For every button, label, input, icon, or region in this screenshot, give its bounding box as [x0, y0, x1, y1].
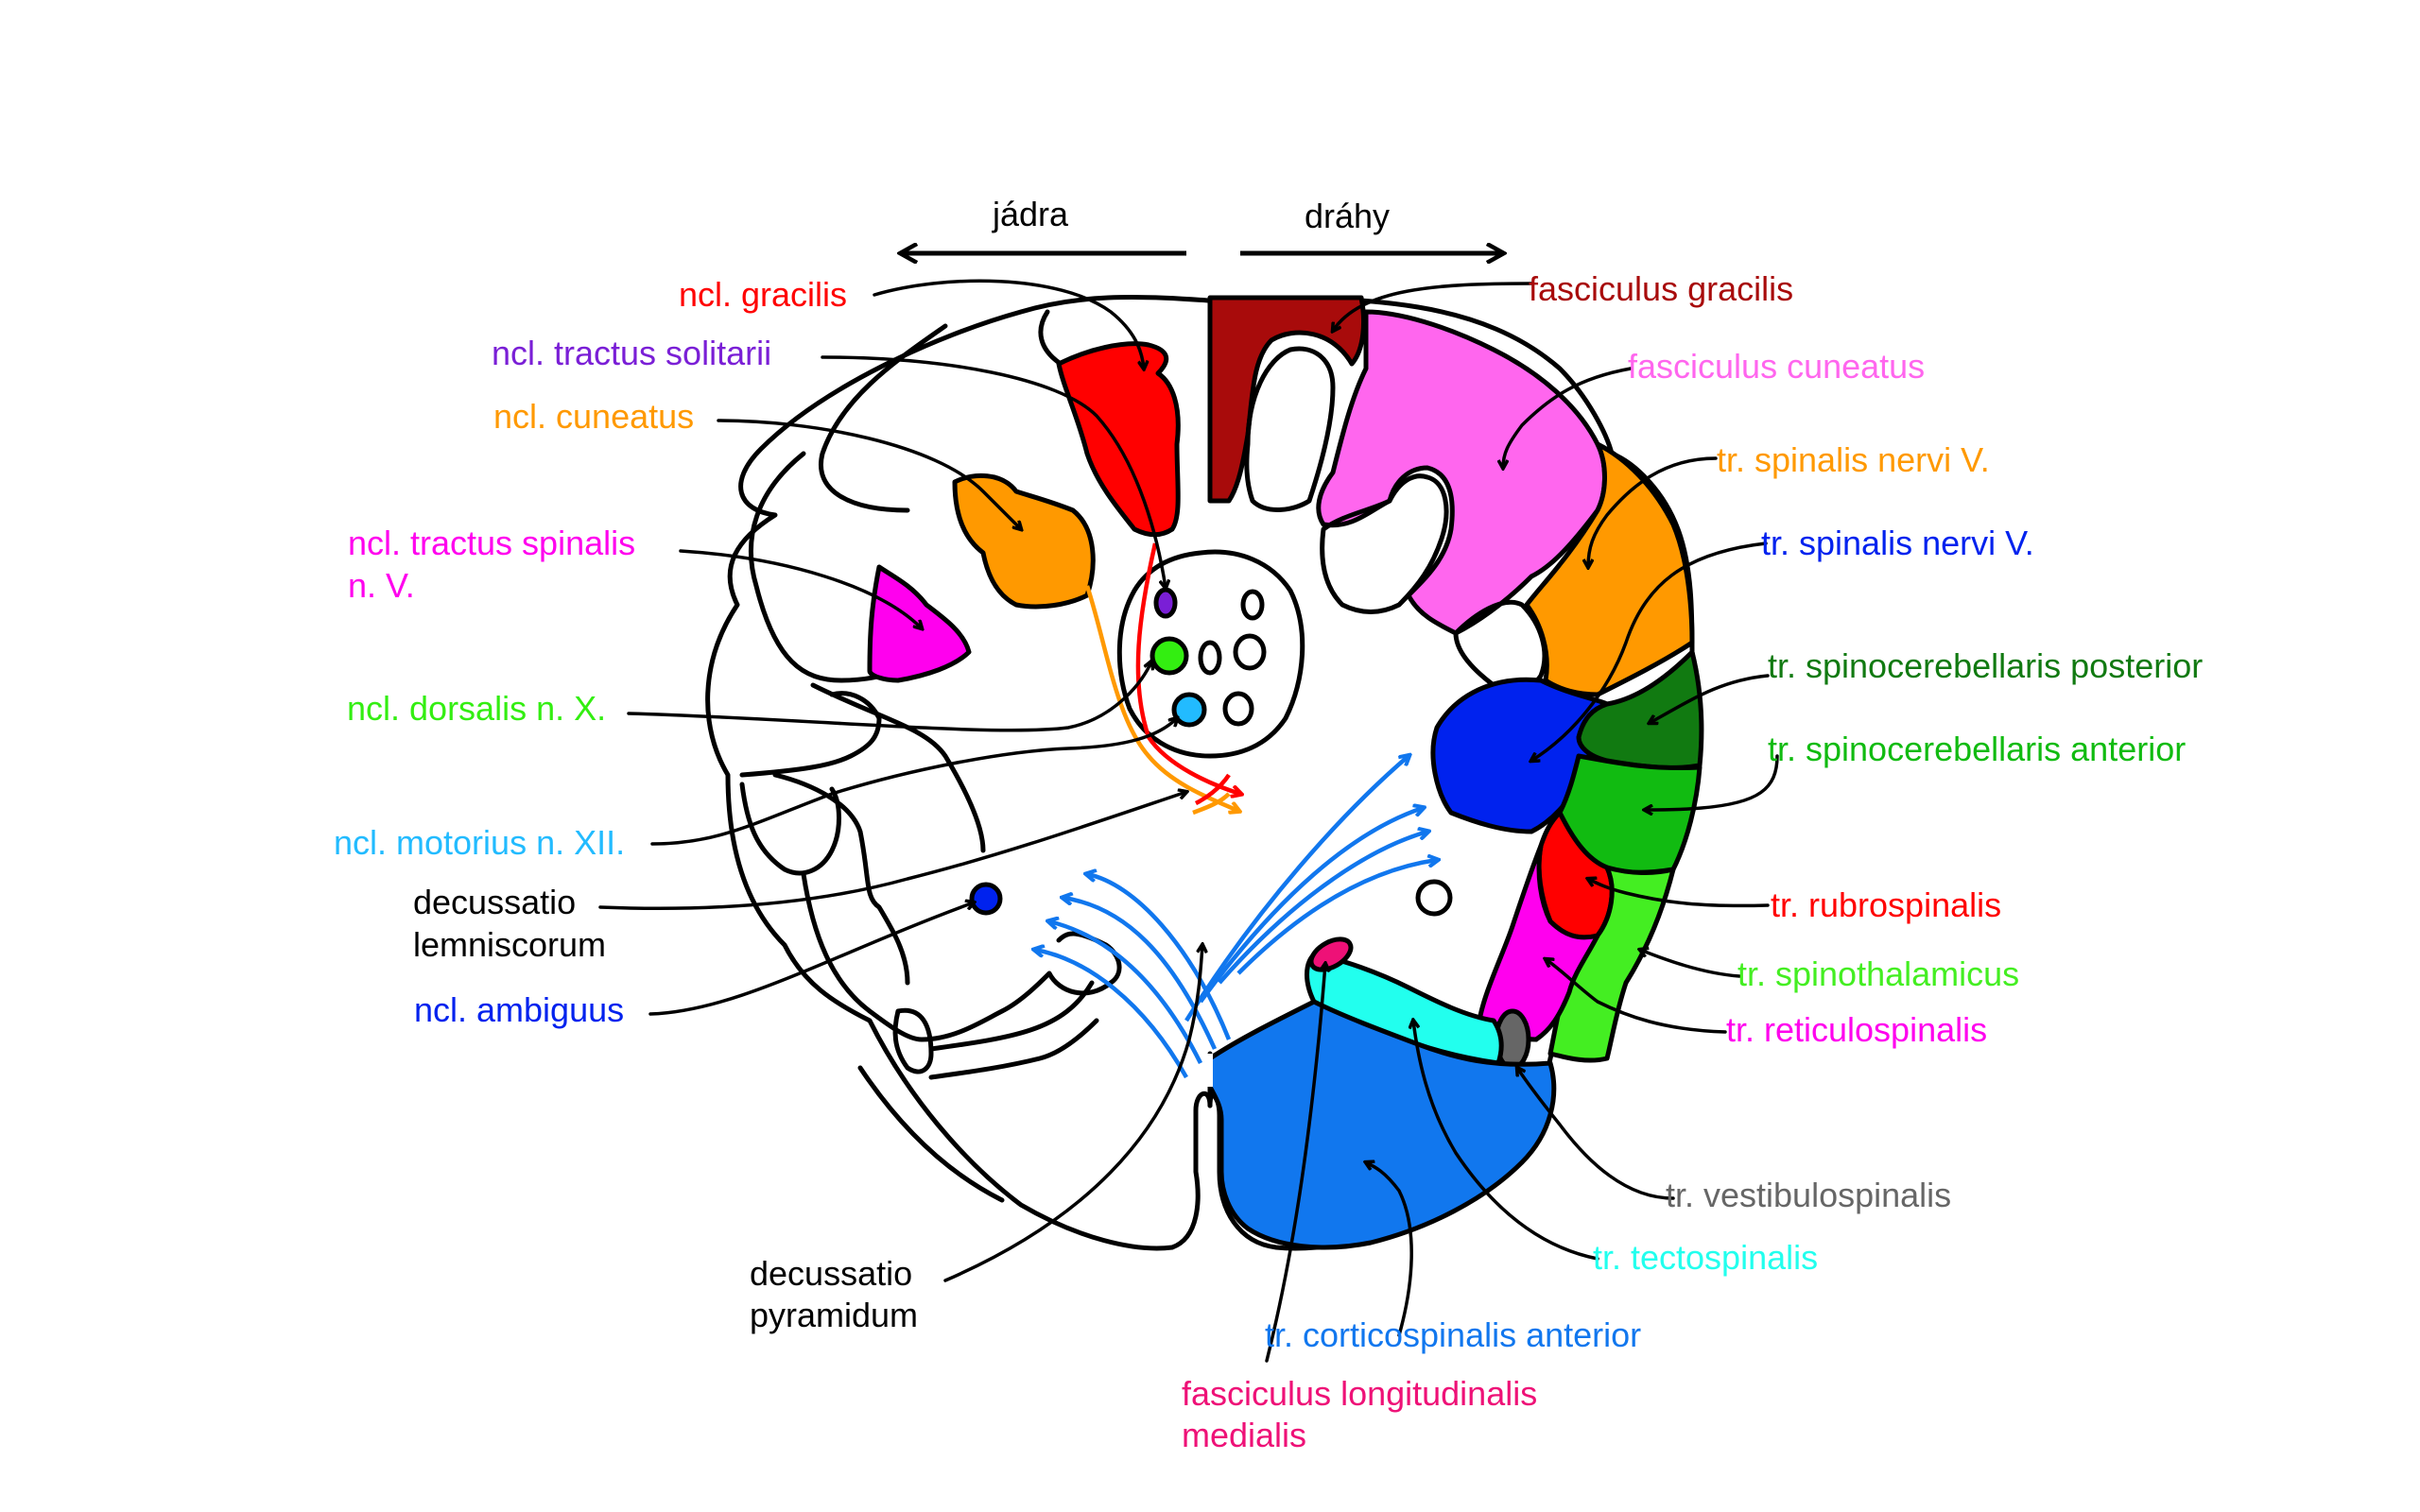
leader-tr-corticospinalis-anterior — [1366, 1162, 1413, 1337]
label-ncl-cuneatus: ncl. cuneatus — [493, 397, 695, 436]
left-lateral-boundary-3 — [739, 691, 882, 778]
canal-small-oval-3 — [1233, 633, 1267, 671]
canal-small-oval-4 — [1222, 691, 1254, 727]
fasciculus-cuneatus-region — [1316, 309, 1607, 636]
leader-fasciculus-gracilis — [1333, 282, 1533, 331]
ncl-motorius-dot — [1171, 692, 1207, 728]
canal-small-oval-1 — [1240, 589, 1265, 621]
left-outer-outline — [705, 294, 1213, 1251]
label-tr-vestibulospinalis: tr. vestibulospinalis — [1666, 1176, 1952, 1214]
label-ncl-tractus-solitarii: ncl. tractus solitarii — [492, 334, 772, 372]
right-small-oval — [1415, 879, 1453, 917]
leader-decussatio-lemniscorum — [598, 792, 1186, 910]
label-tr-spinocerebellaris-anterior: tr. spinocerebellaris anterior — [1768, 730, 2187, 768]
ncl-gracilis-region — [1056, 341, 1181, 538]
header-nuclei-label: jádra — [993, 195, 1069, 233]
left-pyramid-outline — [857, 1065, 1005, 1203]
label-tr-spinalis-nervi-v-orange: tr. spinalis nervi V. — [1717, 440, 1990, 479]
leader-ncl-tractus-solitarii — [821, 355, 1166, 588]
label-tr-rubrospinalis: tr. rubrospinalis — [1771, 885, 2002, 924]
label-fasciculus-gracilis: fasciculus gracilis — [1529, 269, 1794, 308]
leader-tr-vestibulospinalis — [1517, 1068, 1675, 1200]
left-lateral-boundary-1 — [819, 323, 948, 513]
leader-tr-spinalis-blue — [1531, 541, 1768, 761]
label-tr-tectospinalis: tr. tectospinalis — [1593, 1238, 1819, 1277]
leader-tr-tectospinalis — [1413, 1021, 1599, 1261]
right-inner-lobe-1 — [1244, 346, 1336, 512]
label-ncl-tractus-spinalis-1: ncl. tractus spinalis — [348, 524, 636, 562]
left-anterior-bulge — [892, 1007, 934, 1074]
lemniscal-fibre-orange-2 — [1192, 792, 1231, 816]
leader-tr-rubrospinalis — [1588, 879, 1770, 908]
leader-decussatio-pyramidum — [943, 945, 1202, 1282]
leader-ncl-dorsalis — [627, 662, 1151, 732]
decussation-fibre-6 — [1063, 898, 1218, 1050]
leader-tr-spinocerebellaris-anterior — [1645, 754, 1779, 810]
label-decussatio-lemniscorum-2: lemniscorum — [413, 925, 607, 964]
leader-tr-spinothalamicus — [1640, 950, 1741, 978]
label-ncl-dorsalis: ncl. dorsalis n. X. — [347, 689, 607, 728]
label-tr-spinothalamicus: tr. spinothalamicus — [1737, 954, 2020, 993]
left-lateral-boundary-4 — [810, 682, 986, 853]
decussation-fibre-8 — [1035, 950, 1188, 1079]
leader-fasciculus-longitudinalis — [1265, 964, 1325, 1363]
ncl-tractus-spinalis-region — [867, 564, 972, 683]
canal-small-oval-2 — [1198, 640, 1222, 676]
label-tr-reticulospinalis: tr. reticulospinalis — [1726, 1010, 1988, 1049]
label-ncl-motorius: ncl. motorius n. XII. — [334, 823, 626, 862]
decussation-fibre-3 — [1218, 832, 1427, 985]
lemniscal-fibre-red-2 — [1194, 773, 1231, 806]
central-canal-area — [1116, 549, 1305, 759]
decussation-fibre-7 — [1049, 921, 1203, 1065]
left-ventral-loop — [928, 980, 1095, 1052]
label-decussatio-pyramidum-2: pyramidum — [750, 1296, 919, 1334]
label-fasciculus-longitudinalis-2: medialis — [1182, 1416, 1307, 1454]
left-olive-body — [739, 782, 841, 876]
label-tr-spinocerebellaris-posterior: tr. spinocerebellaris posterior — [1768, 646, 2204, 685]
tr-reticulospinalis-region — [1477, 843, 1600, 1042]
label-decussatio-pyramidum-1: decussatio — [750, 1254, 913, 1293]
decussation-fibre-2 — [1199, 808, 1423, 1004]
left-reticular-area — [772, 772, 910, 986]
decussation-fibre-4 — [1236, 860, 1437, 975]
leader-fasciculus-cuneatus — [1503, 367, 1633, 468]
leader-ncl-ambiguus — [648, 902, 974, 1016]
label-fasciculus-cuneatus: fasciculus cuneatus — [1628, 347, 1926, 386]
ncl-tractus-solitarii-dot — [1153, 587, 1178, 619]
leader-tr-spinalis-orange — [1588, 456, 1718, 567]
header-pathways-label: dráhy — [1305, 197, 1391, 235]
lemniscal-fibre-red — [1135, 542, 1240, 794]
decussation-fibre-1 — [1184, 756, 1409, 1022]
label-ncl-gracilis: ncl. gracilis — [679, 275, 848, 314]
label-decussatio-lemniscorum-1: decussatio — [413, 883, 577, 921]
label-ncl-ambiguus: ncl. ambiguus — [414, 990, 625, 1029]
leader-ncl-tractus-spinalis — [679, 549, 922, 628]
fasciculus-gracilis-region — [1207, 295, 1367, 504]
ncl-dorsalis-dot — [1150, 636, 1189, 676]
ncl-cuneatus-region — [952, 472, 1096, 610]
leader-tr-reticulospinalis — [1546, 959, 1727, 1034]
leader-ncl-motorius — [650, 718, 1177, 846]
ncl-ambiguus-dot — [969, 882, 1003, 916]
decussation-fibre-5 — [1087, 874, 1232, 1040]
label-fasciculus-longitudinalis-1: fasciculus longitudinalis — [1182, 1374, 1538, 1413]
label-tr-spinalis-nervi-v-blue: tr. spinalis nervi V. — [1761, 524, 2034, 562]
label-tr-corticospinalis-anterior: tr. corticospinalis anterior — [1265, 1315, 1642, 1354]
tr-spinothalamicus-region — [1547, 865, 1676, 1063]
right-inner-lobe-3 — [1453, 599, 1547, 693]
leader-ncl-cuneatus — [717, 419, 1021, 529]
left-ventral-loop-2 — [928, 1018, 1099, 1080]
lemniscal-fibre-orange — [1084, 585, 1238, 811]
tr-corticospinalis-anterior-region — [1207, 999, 1557, 1250]
leader-tr-spinocerebellaris-posterior — [1650, 674, 1770, 723]
label-ncl-tractus-spinalis-2: n. V. — [348, 566, 415, 605]
leader-ncl-gracilis — [873, 279, 1144, 369]
right-inner-lobe-2 — [1320, 473, 1449, 614]
